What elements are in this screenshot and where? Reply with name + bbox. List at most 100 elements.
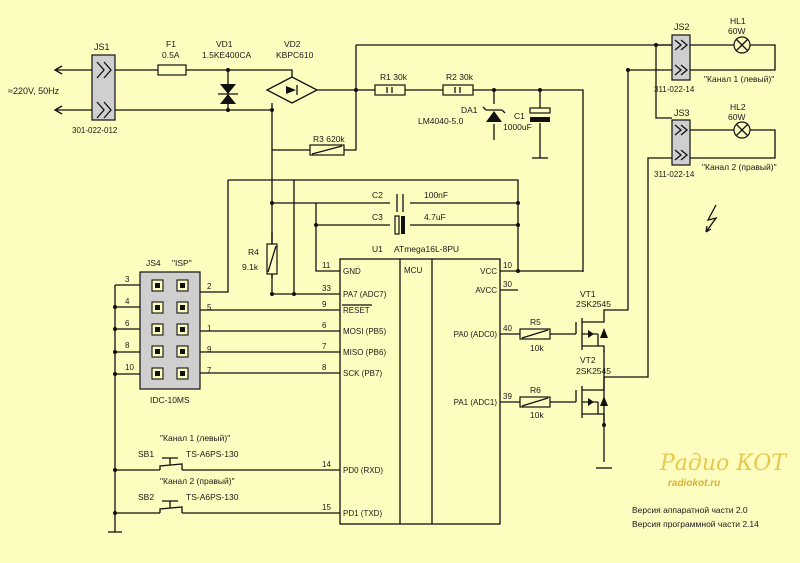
resistor-r4: R4 9.1k <box>242 243 278 275</box>
resistor-r2: R2 30k <box>442 72 474 96</box>
mcu-center-label: MCU <box>404 266 422 275</box>
da1-value: LM4040-5.0 <box>418 116 464 126</box>
wires <box>108 44 776 533</box>
mains-input: ≈220V, 50Hz <box>8 65 92 115</box>
mcu-pin-number: 40 <box>503 324 512 333</box>
capacitor-c1: C1 1000uF <box>503 107 551 132</box>
capacitor-c2: C2 100nF <box>372 190 448 212</box>
connector-js3: JS3 311-022-14 <box>654 108 695 179</box>
resistor-r5: R5 10k <box>519 317 551 353</box>
mcu-pin-name: GND <box>343 267 361 276</box>
mcu-pin-number: 39 <box>503 392 512 401</box>
c3-ref: C3 <box>372 212 383 222</box>
mcu-pin-name: MOSI (PB5) <box>343 327 386 336</box>
mcu-ref: U1 <box>372 244 383 254</box>
r1-label: R1 30k <box>380 72 408 82</box>
js1-ref: JS1 <box>94 42 110 52</box>
hl1-label: "Канал 1 (левый)" <box>704 74 774 84</box>
mosfet-vt2: VT2 2SK2545 <box>575 355 611 418</box>
switch-sb1: SB1 TS-A6PS-130 "Канал 1 (левый)" <box>138 433 239 470</box>
switch-sb2: SB2 TS-A6PS-130 "Канал 2 (правый)" <box>138 476 239 513</box>
mcu-pin-name: AVCC <box>475 286 497 295</box>
mcu-pin-number: 8 <box>322 363 327 372</box>
f1-value: 0.5A <box>162 50 180 60</box>
hardware-version: Версия аппаратной части 2.0 <box>632 505 748 515</box>
logo-site: radiokot.ru <box>668 478 720 489</box>
isp-pin-number: 9 <box>207 345 212 354</box>
vt2-ref: VT2 <box>580 355 596 365</box>
sb1-part: TS-A6PS-130 <box>186 449 239 459</box>
bridge-vd2: VD2 KBPC610 <box>276 39 314 95</box>
vt1-ref: VT1 <box>580 289 596 299</box>
lamp-hl2: HL2 60W "Канал 2 (правый)" <box>702 102 777 172</box>
fuse-f1: F1 0.5A <box>157 39 187 76</box>
sb1-label: "Канал 1 (левый)" <box>160 433 230 443</box>
hl2-value: 60W <box>728 112 745 122</box>
mcu-pin-number: 15 <box>322 503 331 512</box>
connector-js2: JS2 311-022-14 <box>654 22 695 94</box>
hl1-ref: HL1 <box>730 16 746 26</box>
isp-pad-hole <box>155 371 160 376</box>
r2-label: R2 30k <box>446 72 474 82</box>
r5-value: 10k <box>530 343 544 353</box>
js2-ref: JS2 <box>674 22 690 32</box>
vd1-value: 1.5KE400CA <box>202 50 251 60</box>
capacitor-c3: C3 4.7uF <box>372 212 446 235</box>
lightning-icon <box>705 204 718 233</box>
mcu-pin-name: PD1 (TXD) <box>343 509 382 518</box>
r4-ref: R4 <box>248 247 259 257</box>
c2-value: 100nF <box>424 190 448 200</box>
radiokot-logo: Радио КОТ radiokot.ru <box>659 451 788 489</box>
js1-part: 301-022-012 <box>72 126 118 135</box>
software-version: Версия программной части 2.14 <box>632 519 759 529</box>
resistor-r6: R6 10k <box>519 385 551 420</box>
resistor-r1: R1 30k <box>374 72 408 96</box>
isp-pad-hole <box>155 349 160 354</box>
mcu-pin-name: MISO (PB6) <box>343 348 386 357</box>
vt2-value: 2SK2545 <box>576 366 611 376</box>
vd1-ref: VD1 <box>216 39 233 49</box>
mcu-pin-name: PA0 (ADC0) <box>454 330 498 339</box>
isp-pin-number: 3 <box>125 275 130 284</box>
vt1-value: 2SK2545 <box>576 299 611 309</box>
sb1-ref: SB1 <box>138 449 154 459</box>
isp-pin-number: 1 <box>207 324 212 333</box>
isp-pad-hole <box>180 371 185 376</box>
isp-pin-number: 2 <box>207 282 212 291</box>
da1-ref: DA1 <box>461 105 478 115</box>
c2-ref: C2 <box>372 190 383 200</box>
hl2-label: "Канал 2 (правый)" <box>702 162 777 172</box>
junction-dots <box>113 43 658 515</box>
isp-pad-hole <box>180 327 185 332</box>
isp-pad-hole <box>180 283 185 288</box>
isp-pin-number: 5 <box>207 303 212 312</box>
mcu-pin-number: 7 <box>322 342 327 351</box>
r3-label: R3 620k <box>313 134 345 144</box>
isp-pad-hole <box>155 283 160 288</box>
mcu-pin-name: VCC <box>480 267 497 276</box>
isp-pin-number: 10 <box>125 363 134 372</box>
connector-js1: JS1 301-022-012 <box>72 42 118 135</box>
r6-ref: R6 <box>530 385 541 395</box>
mcu-pin-name: SCK (PB7) <box>343 369 382 378</box>
mcu-pin-number: 9 <box>322 300 327 309</box>
f1-ref: F1 <box>166 39 176 49</box>
lamp-hl1: HL1 60W "Канал 1 (левый)" <box>704 16 774 84</box>
js3-ref: JS3 <box>674 108 690 118</box>
c3-value: 4.7uF <box>424 212 446 222</box>
mcu-pin-name: PA7 (ADC7) <box>343 290 387 299</box>
isp-pin-number: 6 <box>125 319 130 328</box>
js3-part: 311-022-14 <box>654 170 695 179</box>
isp-pad-hole <box>155 305 160 310</box>
mcu-pin-number: 11 <box>322 261 331 270</box>
hl2-ref: HL2 <box>730 102 746 112</box>
mains-label: ≈220V, 50Hz <box>8 86 60 96</box>
